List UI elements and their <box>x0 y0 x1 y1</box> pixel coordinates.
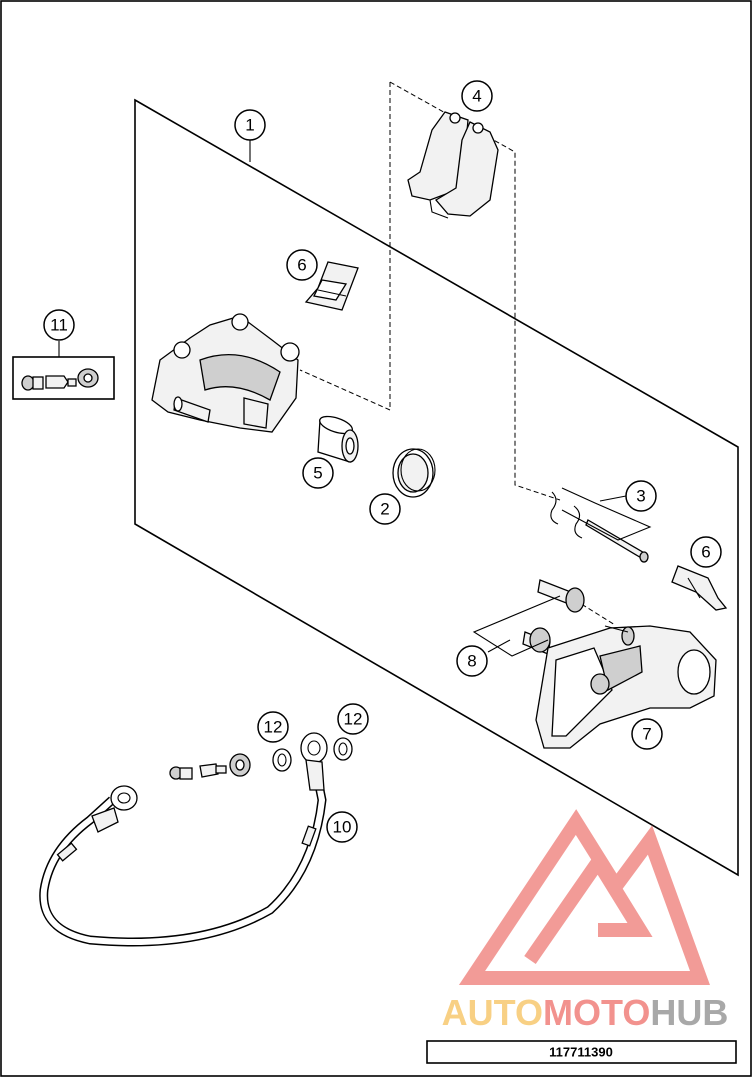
svg-text:6: 6 <box>701 543 710 562</box>
svg-text:1: 1 <box>245 116 254 135</box>
fitting-kit-box <box>12 356 115 400</box>
watermark-logo <box>458 809 710 985</box>
pad-spring-part-right <box>671 565 728 611</box>
svg-text:5: 5 <box>313 464 322 483</box>
brake-hose-part <box>39 732 328 947</box>
callout-5: 5 <box>302 457 334 489</box>
fitting-kit-parts <box>21 368 99 391</box>
caliper-bracket-part <box>535 625 717 749</box>
pin-clip-part <box>550 487 652 563</box>
leader-8 <box>487 639 511 653</box>
svg-text:12: 12 <box>264 718 283 737</box>
seal-kit-part <box>392 448 436 498</box>
part-number: 117711390 <box>549 1045 613 1060</box>
sealing-washer-right <box>333 737 353 761</box>
sealing-washer-left <box>272 748 292 772</box>
svg-text:7: 7 <box>642 725 651 744</box>
svg-text:10: 10 <box>333 818 352 837</box>
svg-text:6: 6 <box>297 256 306 275</box>
callout-2: 2 <box>369 493 401 525</box>
assembly-outline <box>134 98 739 877</box>
watermark-text: AUTOMOTOHUB <box>442 992 729 1033</box>
callout-12-right: 12 <box>337 703 369 735</box>
watermark-hub: HUB <box>650 992 728 1033</box>
alignment-line-pad-left <box>299 82 391 411</box>
svg-text:8: 8 <box>467 652 476 671</box>
leader-3 <box>599 495 627 502</box>
pad-spring-part-top <box>304 261 359 311</box>
callout-6-top: 6 <box>286 249 318 281</box>
svg-text:4: 4 <box>472 87 481 106</box>
callout-12-left: 12 <box>257 711 289 743</box>
callout-1: 1 <box>234 109 266 141</box>
watermark-auto: AUTO <box>442 992 543 1033</box>
hose-fittings <box>169 753 251 780</box>
part-number-box <box>426 1040 737 1064</box>
brake-pads-part <box>407 111 499 219</box>
svg-text:3: 3 <box>636 487 645 506</box>
brake-caliper-part <box>151 313 300 433</box>
callout-7: 7 <box>631 718 663 750</box>
callout-4: 4 <box>461 80 493 112</box>
svg-text:2: 2 <box>380 500 389 519</box>
svg-text:12: 12 <box>344 710 363 729</box>
alignment-line-pad-right <box>389 81 561 501</box>
piston-part <box>317 415 359 463</box>
guide-pin-part <box>472 579 585 657</box>
svg-text:11: 11 <box>50 316 68 335</box>
callout-8: 8 <box>456 645 488 677</box>
watermark-moto: MOTO <box>543 992 650 1033</box>
callout-3: 3 <box>625 480 657 512</box>
callout-10: 10 <box>326 811 358 843</box>
callout-11: 11 <box>43 309 75 341</box>
callout-6-right: 6 <box>690 536 722 568</box>
